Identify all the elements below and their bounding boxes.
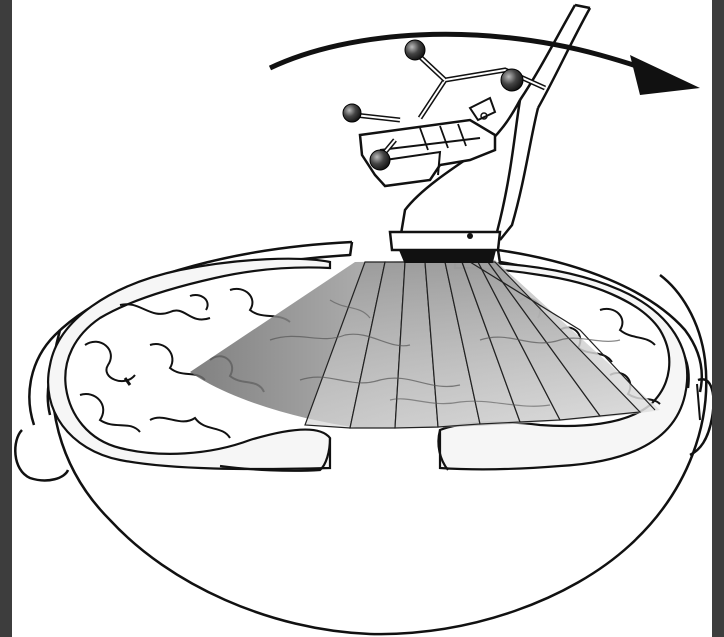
figure-panel bbox=[12, 0, 712, 637]
tracking-marker-sphere-icon bbox=[343, 104, 361, 122]
rotation-arrow-icon bbox=[270, 34, 700, 95]
tracking-marker-sphere-icon bbox=[405, 40, 425, 60]
tracking-marker-sphere-icon bbox=[370, 150, 390, 170]
tracking-marker-sphere-icon bbox=[501, 69, 523, 91]
ultrasound-brain-diagram bbox=[12, 0, 712, 637]
